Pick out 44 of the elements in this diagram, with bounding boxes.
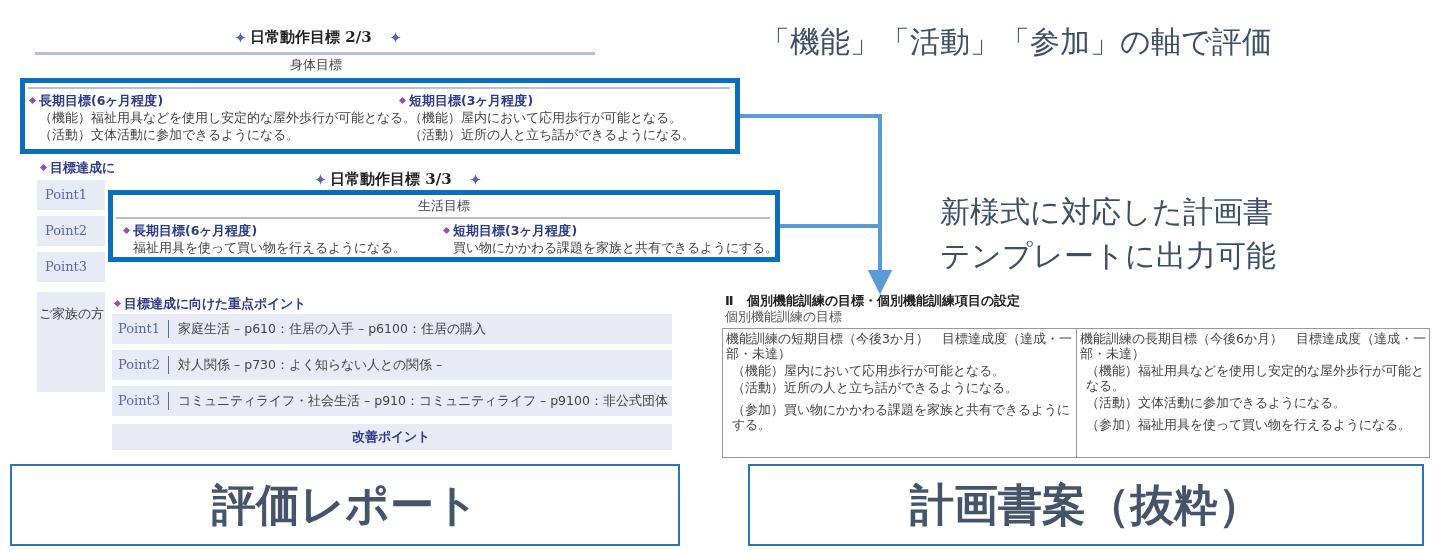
goal-heading: 長期目標(6ヶ月程度) [39, 93, 164, 110]
point-label: Point3 [118, 393, 161, 408]
goal-text: （活動）文体活動に参加できるようになる。 [39, 127, 299, 144]
point-label: Point1 [118, 321, 161, 336]
box-title: 評価レポート [210, 478, 480, 532]
point-label: Point3 [37, 252, 105, 282]
point-text: 家庭生活 – p610：住居の入手 – p6100：住居の購入 [178, 321, 486, 338]
goal-text: 買い物にかかわる課題を家族と共有できるようにする。 [453, 240, 778, 257]
point-label: Point2 [37, 216, 105, 246]
page-title: 日常動作目標 3/3 [330, 170, 452, 189]
cell-text: （活動）近所の人と立ち話ができるようになる。 [731, 380, 1019, 395]
box-title: 計画書案（抜粋） [909, 478, 1263, 532]
cell-text: （参加）買い物にかかわる課題を家族と共有できるようにする。 [731, 402, 1071, 432]
goal-heading: 短期目標(3ヶ月程度) [453, 223, 578, 240]
section-heading: 改善ポイント [352, 429, 430, 446]
goal-heading: 長期目標(6ヶ月程度) [133, 223, 258, 240]
family-note: ご家族の方 [37, 292, 105, 392]
highlight-frame [108, 190, 780, 262]
table-caption: 個別機能訓練の目標 [725, 309, 842, 326]
point-label: Point1 [37, 180, 105, 210]
section-heading: 生活目標 [417, 197, 471, 215]
cell-text: 機能訓練の長期目標（今後6か月） 目標達成度（達成・一部・未達） [1080, 331, 1426, 361]
goal-heading: 短期目標(3ヶ月程度) [409, 93, 534, 110]
section-heading: 身体目標 [290, 57, 342, 74]
title-box [10, 464, 680, 546]
point-label: Point2 [118, 357, 161, 372]
section-heading: 目標達成に向けた重点ポイント [124, 296, 306, 313]
goal-text: 福祉用具を使って買い物を行えるようになる。 [133, 240, 406, 257]
cell-text: 機能訓練の短期目標（今後3か月） 目標達成度（達成・一部・未達） [726, 331, 1072, 361]
section-heading: 目標達成に [50, 160, 115, 177]
goal-text: （活動）近所の人と立ち話ができるようになる。 [409, 127, 695, 144]
highlight-frame [20, 78, 740, 154]
cell-text: （機能）屋内において応用歩行が可能となる。 [731, 363, 1006, 378]
section-heading: Ⅱ 個別機能訓練の目標・個別機能訓練項目の設定 [725, 292, 1020, 310]
callout-text: 新様式に対応した計画書テンプレートに出力可能 [940, 193, 1277, 275]
arrow [780, 224, 892, 294]
cell-text: （参加）福祉用具を使って買い物を行えるようになる。 [1085, 417, 1412, 432]
title-box [748, 464, 1424, 546]
point-text: コミュニティライフ・社会生活 – p910：コミュニティライフ – p9100：非公式団体 [178, 393, 668, 410]
point-text: 対人関係 – p730：よく知らない人との関係 – [178, 357, 443, 374]
cell-text: （活動）文体活動に参加できるようになる。 [1085, 395, 1347, 410]
callout-text: 「機能」「活動」「参加」の軸で評価 [760, 23, 1272, 61]
page-title: 日常動作目標 2/3 [250, 28, 372, 47]
cell-text: （機能）福祉用具などを使用し安定的な屋外歩行が可能となる。 [1085, 363, 1425, 393]
